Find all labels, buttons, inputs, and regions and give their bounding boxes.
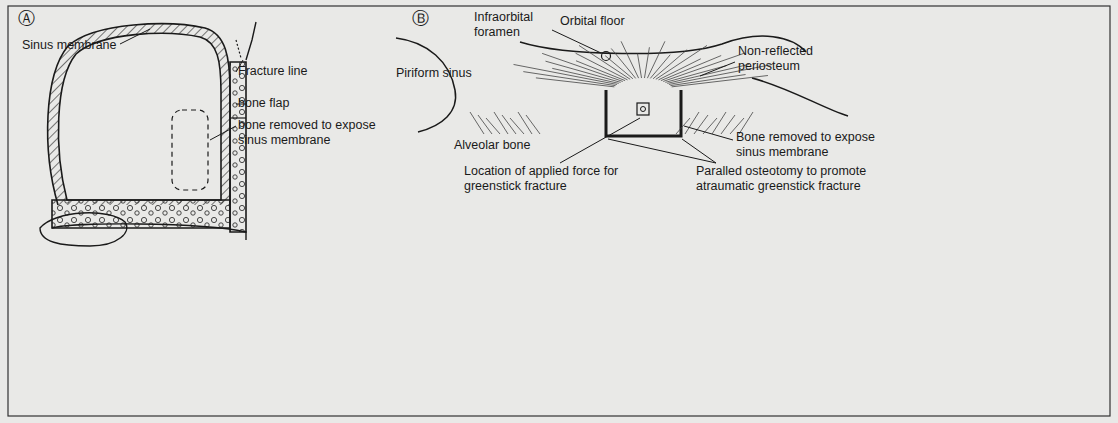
stroke [518,112,532,134]
part-label: Orbital floor [560,14,625,29]
part-label: Piriform sinus [396,66,472,81]
part-label: Paralled osteotomy to promote atraumatic… [696,164,886,194]
stroke [526,115,540,134]
leader-lines-a [120,29,247,140]
maxilla-front-view [396,36,848,136]
stroke [672,76,768,87]
part-label: Location of applied force for greenstick… [464,164,634,194]
part-label: Bone removed to expose sinus membrane [736,130,886,160]
stroke [545,61,620,82]
stroke [667,64,749,83]
stroke [621,41,639,78]
part-label: Infraorbital foramen [474,10,564,40]
stroke [647,41,665,78]
part-label: Alveolar bone [454,138,530,153]
stroke [656,45,707,79]
part-label: bone flap [238,96,289,111]
panel-letter: Ⓐ [18,9,35,27]
stroke [661,56,721,81]
periosteum-strokes [470,41,772,134]
stroke [510,118,524,134]
stroke [494,112,508,134]
stroke [542,53,623,81]
part-label: bone removed to expose sinus membrane [238,118,398,148]
stroke [670,75,745,86]
stroke [663,53,744,81]
sinus-section [40,22,256,246]
stroke [470,112,484,134]
stroke [478,115,492,134]
stroke [665,66,726,83]
stroke [638,54,642,78]
stroke [676,118,690,134]
part-label: Non-reflected periosteum [738,44,848,74]
stroke [576,53,628,80]
stroke [502,115,516,134]
panel-letter: Ⓑ [412,9,429,27]
part-label: Fracture line [238,64,307,79]
stroke [605,56,633,79]
stroke [486,118,500,134]
frame [8,6,1110,416]
part-label: Sinus membrane [22,38,117,53]
stroke [644,47,649,78]
stroke [514,64,618,84]
leader-lines-b [552,30,735,163]
